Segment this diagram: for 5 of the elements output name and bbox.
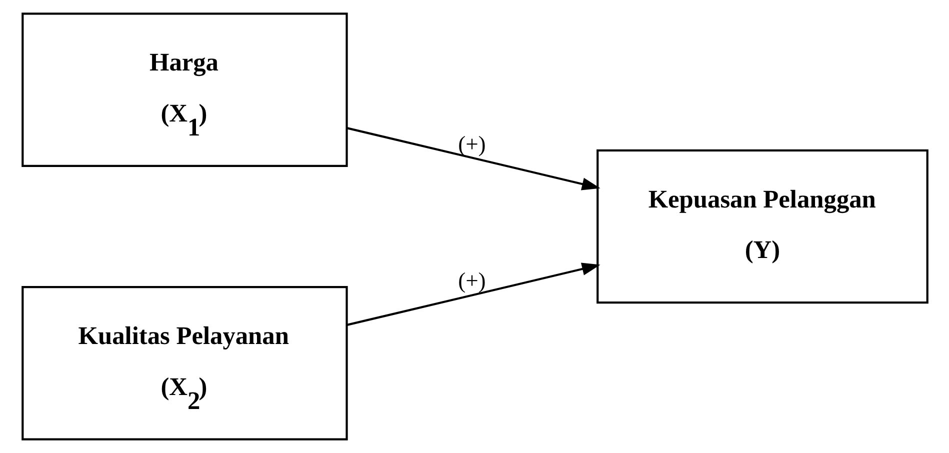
arrow: [346, 127, 600, 190]
edge-label: (+): [458, 268, 486, 294]
node-box: Kepuasan Pelanggan (Y): [596, 149, 928, 304]
arrow: [346, 262, 600, 326]
edge-label: (+): [458, 132, 486, 157]
